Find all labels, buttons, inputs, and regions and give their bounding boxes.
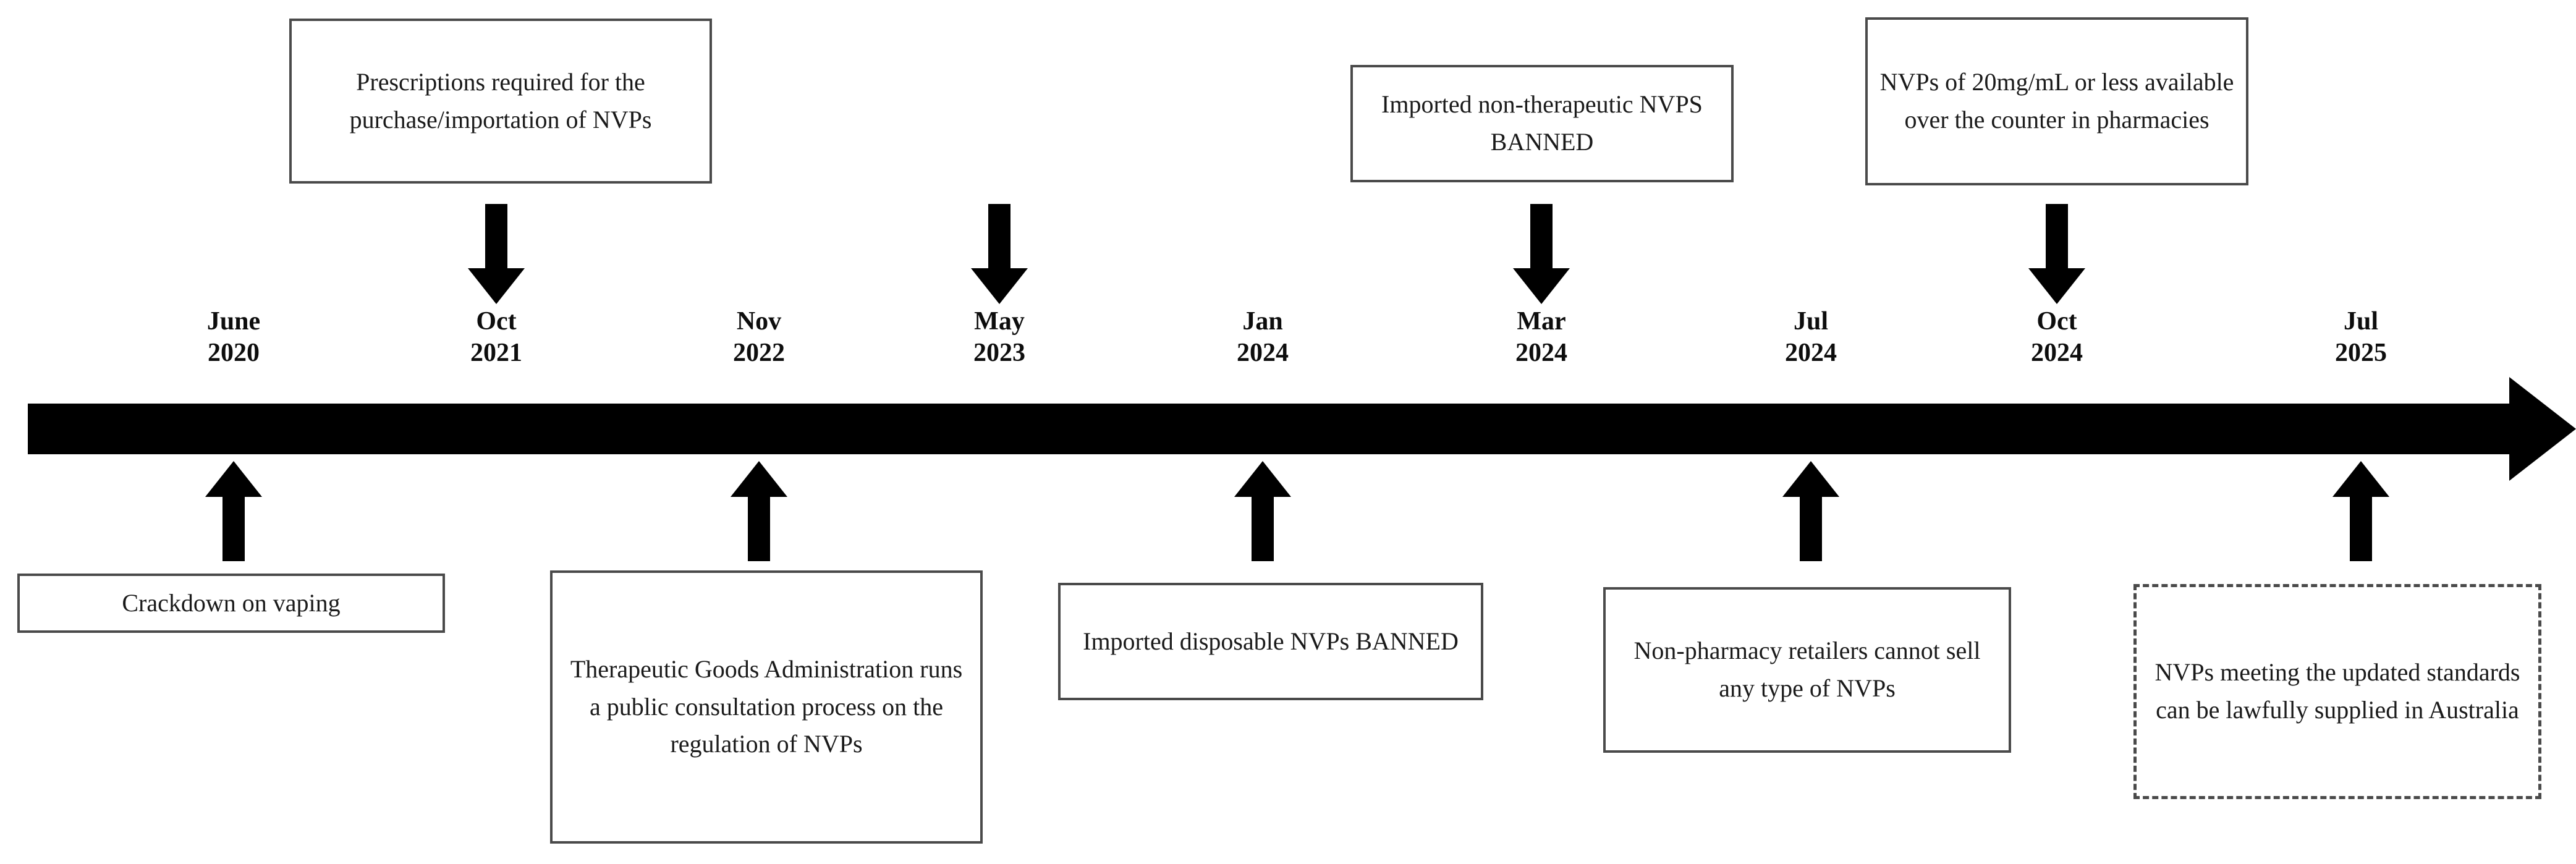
up-arrow-jul-2025	[2332, 461, 2389, 561]
up-arrow-jul-2024	[1782, 461, 1839, 561]
date-label-mar-2024: Mar 2024	[1515, 306, 1567, 369]
date-month: Jul	[1793, 307, 1829, 336]
event-box-oct-2021: Prescriptions required for the purchase/…	[289, 19, 712, 184]
event-box-text: NVPs of 20mg/mL or less available over t…	[1879, 68, 2234, 133]
date-label-jan-2024: Jan 2024	[1237, 306, 1289, 369]
event-box-text: Crackdown on vaping	[122, 588, 341, 617]
date-label-june-2020: June 2020	[207, 306, 260, 369]
date-label-oct-2024: Oct 2024	[2031, 306, 2083, 369]
date-year: 2023	[973, 339, 1025, 368]
event-box-text: Imported disposable NVPs BANNED	[1083, 627, 1459, 655]
timeline-axis-bar	[28, 404, 2522, 454]
event-box-nov-2022: Therapeutic Goods Administration runs a …	[550, 570, 983, 844]
date-month: Mar	[1517, 307, 1566, 336]
date-year: 2020	[207, 339, 260, 368]
event-box-text: Prescriptions required for the purchase/…	[349, 67, 652, 133]
event-box-text: Imported non-therapeutic NVPS BANNED	[1381, 90, 1703, 156]
date-label-jul-2024: Jul 2024	[1785, 306, 1837, 369]
date-year: 2022	[733, 339, 785, 368]
timeline-arrowhead-icon	[2509, 377, 2576, 481]
date-month: May	[974, 307, 1025, 336]
date-month: Oct	[2036, 307, 2077, 336]
event-box-june-2020: Crackdown on vaping	[17, 574, 445, 633]
date-year: 2024	[1515, 339, 1567, 368]
event-box-mar-2024: Imported non-therapeutic NVPS BANNED	[1350, 65, 1734, 182]
date-month: Jul	[2343, 307, 2379, 336]
date-label-may-2023: May 2023	[973, 306, 1025, 369]
date-month: Oct	[476, 307, 517, 336]
event-box-jan-2024: Imported disposable NVPs BANNED	[1058, 583, 1483, 700]
event-box-text: Therapeutic Goods Administration runs a …	[570, 654, 963, 758]
down-arrow-mar-2024	[1513, 204, 1570, 304]
date-year: 2024	[1237, 339, 1289, 368]
date-label-jul-2025: Jul 2025	[2335, 306, 2387, 369]
date-label-oct-2021: Oct 2021	[470, 306, 522, 369]
date-month: Jan	[1242, 307, 1283, 336]
date-year: 2024	[1785, 339, 1837, 368]
date-month: June	[206, 307, 261, 336]
down-arrow-oct-2021	[468, 204, 525, 304]
down-arrow-may-2023	[971, 204, 1028, 304]
up-arrow-june-2020	[205, 461, 262, 561]
event-box-text: NVPs meeting the updated standards can b…	[2154, 658, 2520, 724]
event-box-text: Non-pharmacy retailers cannot sell any t…	[1633, 637, 1981, 702]
event-box-jul-2025: NVPs meeting the updated standards can b…	[2133, 584, 2541, 799]
date-year: 2021	[470, 339, 522, 368]
event-box-oct-2024: NVPs of 20mg/mL or less available over t…	[1865, 17, 2248, 185]
date-month: Nov	[736, 307, 782, 336]
up-arrow-jan-2024	[1234, 461, 1291, 561]
date-year: 2024	[2031, 339, 2083, 368]
down-arrow-oct-2024	[2028, 204, 2085, 304]
up-arrow-nov-2022	[731, 461, 787, 561]
date-label-nov-2022: Nov 2022	[733, 306, 785, 369]
date-year: 2025	[2335, 339, 2387, 368]
event-box-jul-2024: Non-pharmacy retailers cannot sell any t…	[1603, 587, 2011, 753]
